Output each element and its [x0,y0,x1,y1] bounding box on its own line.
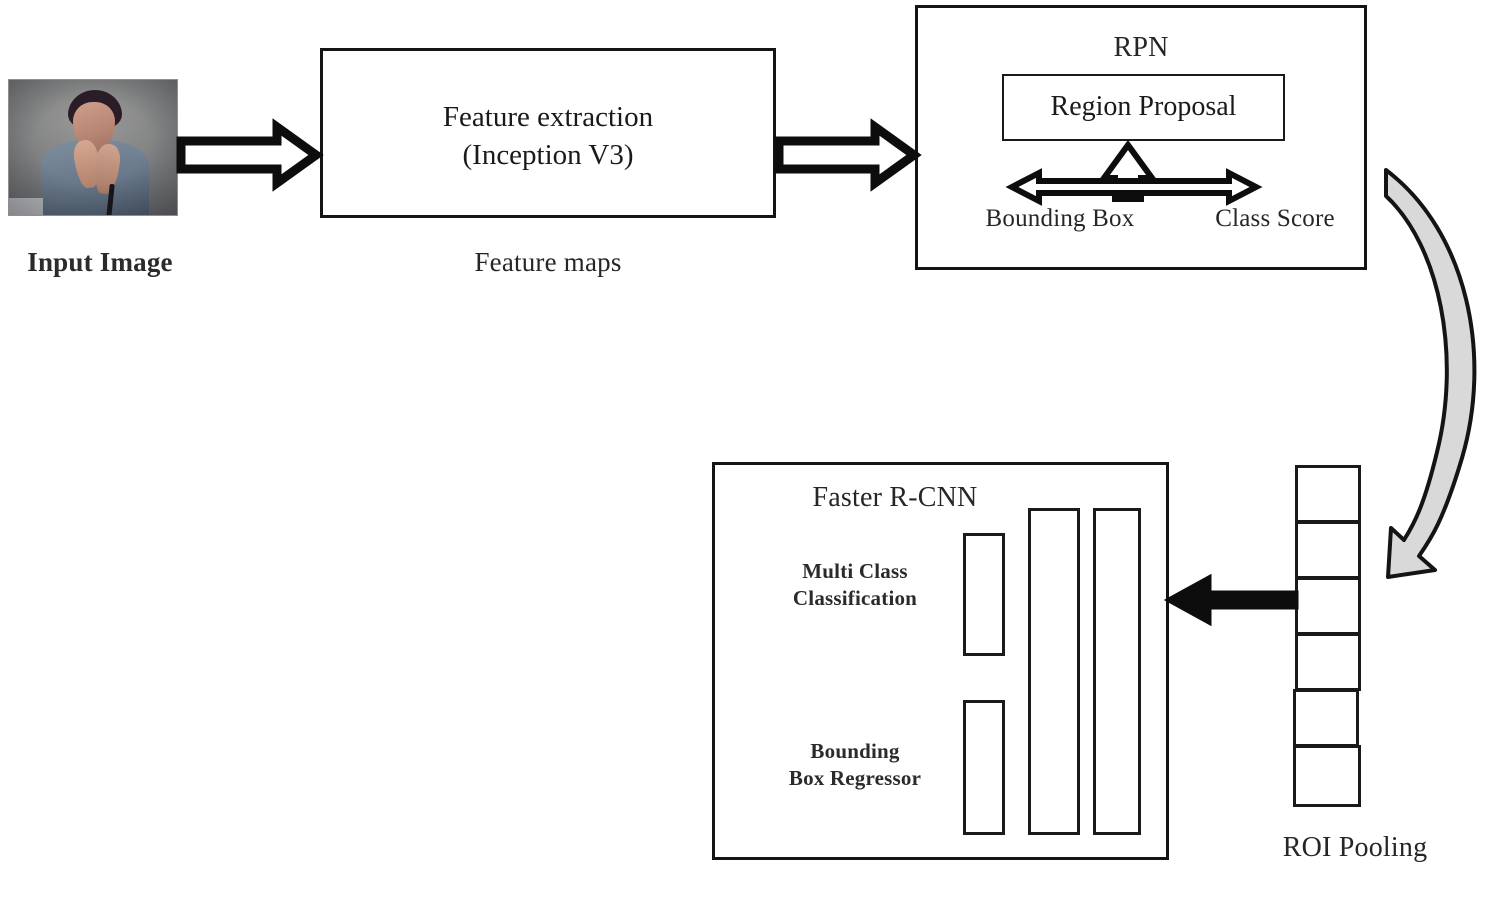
fc-bar-class-branch [963,533,1005,656]
region-proposal-label: Region Proposal [1050,91,1237,123]
fc-bar-bbox-branch [963,700,1005,835]
faster-rcnn-box [712,462,1169,860]
roi-pooling-label: ROI Pooling [1282,832,1428,863]
arrow-roi-pooling-to-faster-rcnn [1163,573,1299,627]
roi-pooling-cell-4 [1295,633,1361,691]
rpn-class-score-label: Class Score [1215,205,1335,232]
rpn-title: RPN [1113,32,1169,63]
arrow-rpn-to-roi-pooling [1384,168,1477,579]
arrow-input-to-feature-extraction [176,118,324,192]
fc-bar-layer-2 [1093,508,1141,835]
input-image-label: Input Image [27,247,173,277]
roi-pooling-cell-6 [1293,745,1361,807]
rpn-bounding-box-label: Bounding Box [985,205,1135,232]
bounding-box-regressor-label: Bounding Box Regressor [788,739,922,790]
roi-pooling-cell-3 [1295,577,1361,635]
photo-vignette [9,80,177,215]
arrow-feature-extraction-to-rpn [774,118,922,192]
feature-extraction-box [320,48,776,218]
input-image-thumbnail [8,79,178,216]
feature-extraction-line2-text: (Inception V3) [462,139,634,172]
fc-bar-layer-1 [1028,508,1080,835]
photo-desk [9,198,43,215]
feature-extraction-line1-text: Feature extraction [442,101,654,134]
roi-pooling-cell-2 [1295,521,1361,579]
multi-class-classification-label: Multi Class Classification [792,559,918,610]
roi-pooling-cell-5 [1293,689,1359,747]
faster-rcnn-title: Faster R-CNN [812,482,978,513]
feature-maps-caption: Feature maps [474,247,622,277]
roi-pooling-cell-1 [1295,465,1361,523]
